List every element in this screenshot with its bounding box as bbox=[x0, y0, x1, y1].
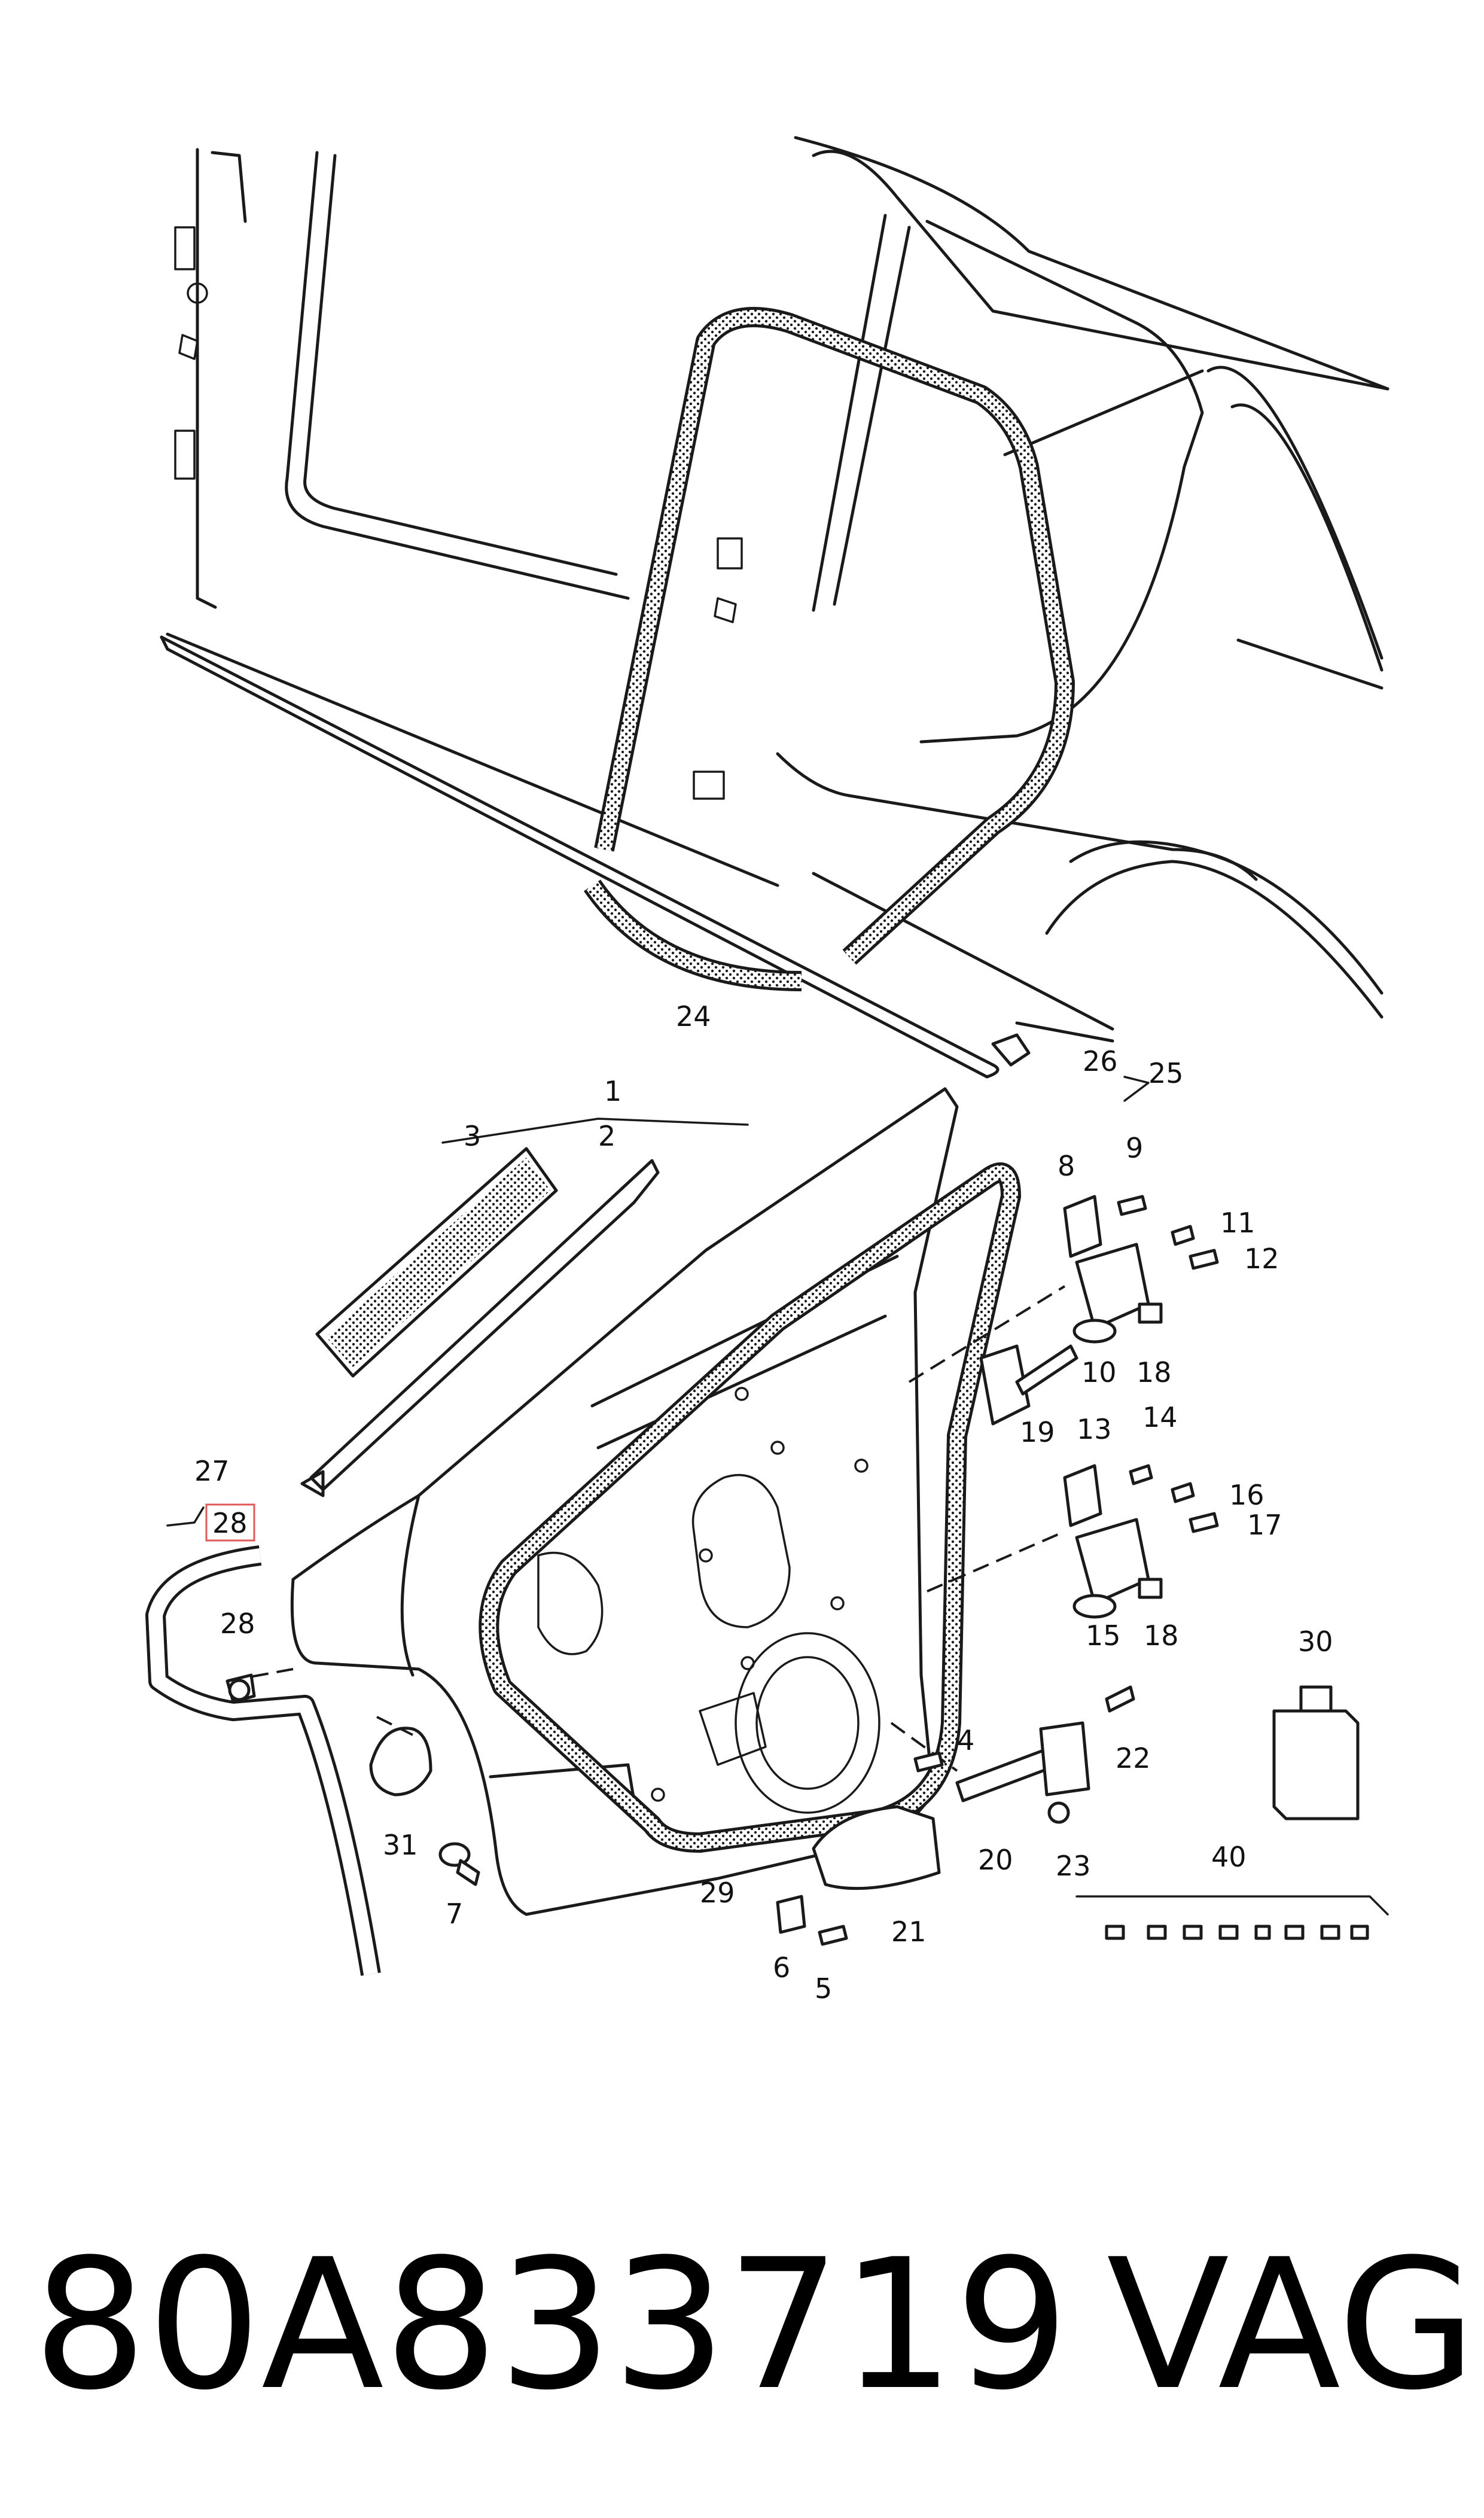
door-check-strap bbox=[812, 1685, 1135, 1890]
body-door-seal bbox=[583, 307, 1075, 991]
label-2: 2 bbox=[598, 1120, 615, 1152]
label-14: 14 bbox=[1142, 1401, 1178, 1433]
label-27: 27 bbox=[194, 1455, 230, 1487]
label-6: 6 bbox=[773, 1951, 790, 1984]
label-18-lower: 18 bbox=[1144, 1619, 1179, 1652]
door-shell bbox=[290, 1087, 959, 1916]
label-11: 11 bbox=[1220, 1207, 1256, 1239]
label-25: 25 bbox=[1148, 1057, 1184, 1089]
label-17: 17 bbox=[1247, 1509, 1282, 1541]
label-7: 7 bbox=[446, 1898, 463, 1930]
label-28-clip: 28 bbox=[220, 1607, 255, 1640]
label-16: 16 bbox=[1229, 1479, 1264, 1511]
label-8: 8 bbox=[1058, 1150, 1075, 1182]
label-9: 9 bbox=[1126, 1132, 1143, 1164]
part-labels: 1 2 3 4 5 6 7 8 9 10 11 12 13 14 15 16 1… bbox=[194, 1000, 1333, 2005]
label-22: 22 bbox=[1116, 1742, 1151, 1774]
upper-hinge-part bbox=[908, 1195, 1163, 1383]
lower-hinge-part bbox=[927, 1464, 1163, 1619]
label-20: 20 bbox=[978, 1844, 1013, 1876]
sealant-bottle-30 bbox=[1272, 1685, 1360, 1820]
label-5: 5 bbox=[815, 1972, 832, 2005]
clip-26 bbox=[991, 1033, 1031, 1067]
label-19: 19 bbox=[1020, 1416, 1055, 1448]
door-lock-19 bbox=[979, 1344, 1078, 1426]
label-29: 29 bbox=[700, 1877, 735, 1909]
window-channel-trim bbox=[300, 1159, 660, 1497]
label-13: 13 bbox=[1077, 1413, 1112, 1445]
bolts-4-5-6 bbox=[776, 1751, 944, 1946]
label-10: 10 bbox=[1081, 1356, 1117, 1389]
clip-28 bbox=[226, 1673, 256, 1704]
group-brackets bbox=[166, 1076, 1389, 1916]
label-31: 31 bbox=[383, 1829, 418, 1861]
label-23: 23 bbox=[1056, 1850, 1091, 1882]
pillar-trim-pad bbox=[315, 1147, 558, 1378]
label-18-upper: 18 bbox=[1136, 1356, 1172, 1389]
label-3: 3 bbox=[464, 1120, 481, 1152]
label-15: 15 bbox=[1086, 1619, 1121, 1652]
label-21: 21 bbox=[891, 1916, 927, 1948]
label-26: 26 bbox=[1083, 1045, 1118, 1077]
label-24: 24 bbox=[676, 1000, 711, 1033]
front-edge-seal bbox=[145, 1545, 381, 1976]
door-seal bbox=[479, 1162, 1021, 1853]
sill-trim-strip bbox=[160, 635, 1000, 1079]
label-1: 1 bbox=[604, 1075, 621, 1107]
part-number: 80A833719 bbox=[33, 2221, 1069, 2429]
label-40: 40 bbox=[1211, 1841, 1247, 1873]
hinge-bolts bbox=[1117, 1195, 1219, 1533]
label-30: 30 bbox=[1298, 1625, 1333, 1658]
plug-7 bbox=[438, 1842, 480, 1886]
label-12: 12 bbox=[1244, 1243, 1279, 1275]
cap-31 bbox=[369, 1716, 432, 1797]
brand-name: VAG bbox=[1107, 2221, 1476, 2429]
label-28-highlighted: 28 bbox=[212, 1507, 248, 1539]
car-body-side bbox=[166, 136, 1389, 1043]
fastener-set-40 bbox=[1105, 1925, 1369, 1940]
label-4: 4 bbox=[957, 1724, 974, 1756]
highlight-box bbox=[205, 1503, 255, 1542]
